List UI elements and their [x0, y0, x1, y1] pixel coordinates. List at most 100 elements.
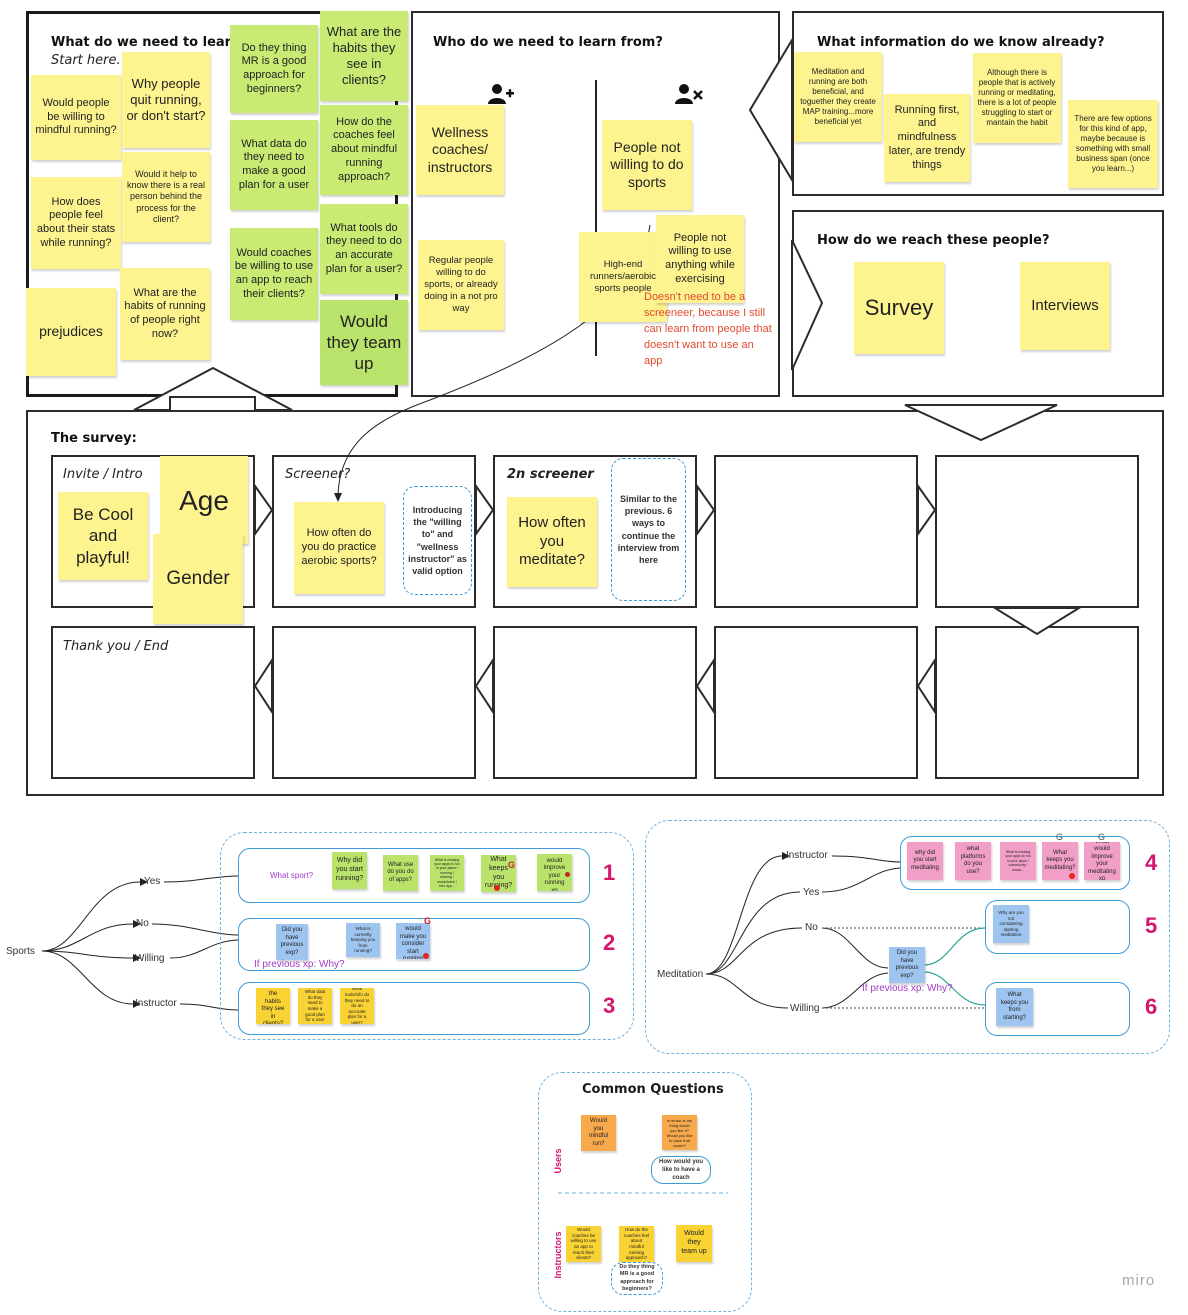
sports-no[interactable]: No — [136, 918, 149, 929]
note-tools-needed[interactable]: What tools do they need to do an accurat… — [320, 204, 408, 294]
lane2-note: If previous xp: Why? — [254, 959, 345, 970]
instructors-label: Instructors — [553, 1231, 563, 1279]
lane1-vote-dot — [494, 885, 500, 891]
meditation-yes[interactable]: Yes — [803, 887, 820, 898]
survey-cell-9 — [714, 626, 918, 779]
lane4-number: 4 — [1145, 850, 1158, 875]
lane5-q1[interactable]: Why are you not considering starting med… — [993, 905, 1029, 943]
cell-label-screener: Screener? — [285, 467, 351, 482]
lane1-q1[interactable]: Why did you start running? — [332, 852, 367, 889]
lane2-q2[interactable]: What is currently keeping you from runni… — [346, 923, 380, 957]
note-few-options[interactable]: There are few options for this kind of a… — [1068, 100, 1158, 188]
lane4-q2[interactable]: what platforms do you use? — [955, 842, 991, 880]
learn-subtitle: Start here. — [51, 53, 121, 68]
common-i2[interactable]: How do the coaches feel about mindful ru… — [619, 1226, 654, 1262]
note-aerobic[interactable]: How often do you do practice aerobic spo… — [294, 502, 384, 594]
note-regular[interactable]: Regular people willing to do sports, or … — [418, 240, 504, 330]
lane5-number: 5 — [1145, 913, 1158, 938]
note-habits-clients[interactable]: What are the habits they see in clients? — [320, 11, 408, 101]
meditation-instructor[interactable]: Instructor — [786, 850, 828, 861]
note-survey[interactable]: Survey — [854, 262, 944, 354]
note-struggling[interactable]: Although there is people that is activel… — [973, 53, 1061, 143]
lane3-number: 3 — [603, 993, 616, 1018]
lane4-q3[interactable]: What is missing your apps to run in your… — [1000, 842, 1036, 880]
lane1-vote-dot-2 — [565, 872, 570, 877]
survey-cell-6 — [51, 626, 255, 779]
survey-cell-8 — [493, 626, 697, 779]
meditation-no[interactable]: No — [805, 922, 818, 933]
users-label: Users — [553, 1148, 563, 1174]
note-real-person[interactable]: Would it help to know there is a real pe… — [122, 152, 210, 242]
sports-instructor[interactable]: Instructor — [135, 998, 177, 1009]
meditation-root[interactable]: Meditation — [657, 969, 704, 980]
note-be-cool[interactable]: Be Cool and playful! — [58, 492, 148, 580]
note-age[interactable]: Age — [160, 456, 248, 544]
meditation-mid-question[interactable]: Did you have previous exp? — [889, 947, 925, 983]
common-i3[interactable]: Would they team up — [676, 1225, 712, 1262]
lane4-q1[interactable]: why did you start meditating — [907, 842, 943, 880]
lane4-mark-2: G — [1098, 832, 1106, 842]
note-mr-beginners[interactable]: Do they thing MR is a good approach for … — [230, 25, 318, 113]
note-habits-now[interactable]: What are the habits of running of people… — [120, 268, 210, 360]
meditation-note: If previous xp: Why? — [862, 983, 953, 994]
user-plus-icon — [487, 82, 515, 106]
common-u2[interactable]: Is music is the thing would you like it?… — [662, 1115, 697, 1150]
lane1-prompt: What sport? — [270, 871, 314, 880]
note-not-app[interactable]: People not willing to use anything while… — [656, 215, 744, 303]
cell-label-invite: Invite / Intro — [63, 467, 143, 482]
who-title: Who do we need to learn from? — [433, 35, 663, 50]
sports-willing[interactable]: Willing — [135, 953, 165, 964]
common-u3[interactable]: How would you like to have a coach — [651, 1156, 711, 1184]
cell-label-thank-you: Thank you / End — [63, 639, 169, 654]
lane3-q3[interactable]: What tools/info do they need to do an ac… — [340, 988, 374, 1024]
lane6-q1[interactable]: What keeps you from starting? — [996, 988, 1033, 1026]
lane2-q3[interactable]: What would make you consider start runni… — [396, 923, 430, 959]
reach-title: How do we reach these people? — [817, 233, 1050, 248]
note-benefits[interactable]: Meditation and running are both benefici… — [794, 52, 882, 142]
common-u1[interactable]: Would you mindful run? — [581, 1115, 616, 1151]
note-introducing[interactable]: Introducing the "willing to" and "wellne… — [403, 486, 472, 595]
common-group — [538, 1072, 752, 1312]
common-i1[interactable]: Would coaches be willing to use an app t… — [566, 1226, 601, 1262]
note-similar[interactable]: Similar to the previous. 6 ways to conti… — [611, 458, 686, 601]
note-data-needed[interactable]: What data do they need to make a good pl… — [230, 120, 318, 210]
note-wellness[interactable]: Wellness coaches/ instructors — [416, 105, 504, 195]
red-comment: Doesn't need to be a screeneer, because … — [644, 291, 772, 367]
survey-cell-5 — [935, 455, 1139, 608]
lane1-q2[interactable]: What use do you do of apps? — [383, 855, 418, 891]
note-stats[interactable]: How does people feel about their stats w… — [31, 177, 121, 269]
lane1-q3[interactable]: What is missing your apps to run in your… — [430, 855, 464, 891]
note-prejudices[interactable]: prejudices — [26, 288, 116, 376]
lane-3 — [238, 982, 590, 1035]
meditation-willing[interactable]: Willing — [790, 1003, 820, 1014]
note-coaches-feel[interactable]: How do the coaches feel about mindful ru… — [320, 105, 408, 195]
note-high-end[interactable]: High-end runners/aerobic sports people — [579, 232, 667, 322]
survey-cell-10 — [935, 626, 1139, 779]
note-interviews[interactable]: Interviews — [1020, 262, 1110, 350]
sports-group — [220, 832, 634, 1040]
note-team-up[interactable]: Would they team up — [320, 300, 408, 385]
lane2-number: 2 — [603, 930, 616, 955]
lane4-q5[interactable]: What would improve your meditating xp — [1084, 842, 1120, 880]
user-x-icon — [674, 82, 704, 106]
note-coaches-app[interactable]: Would coaches be willing to use an app t… — [230, 228, 318, 320]
note-gender[interactable]: Gender — [153, 534, 243, 624]
learn-title: What do we need to learn? — [51, 35, 248, 50]
lane3-q2[interactable]: What data do they need to make a good pl… — [298, 988, 332, 1024]
note-mindful-running[interactable]: Would people be willing to mindful runni… — [31, 75, 121, 160]
lane1-number: 1 — [603, 860, 616, 885]
sports-root[interactable]: Sports — [6, 946, 35, 957]
note-why-quit[interactable]: Why people quit running, or don't start? — [122, 52, 210, 148]
lane4-vote-dot — [1069, 873, 1075, 879]
survey-title: The survey: — [51, 431, 137, 446]
note-trendy[interactable]: Running first, and mindfulness later, ar… — [884, 94, 970, 182]
lane2-q1[interactable]: Did you have previous exp? — [276, 924, 308, 960]
sports-yes[interactable]: Yes — [144, 876, 161, 887]
lane2-mark: G — [424, 916, 432, 926]
common-title: Common Questions — [582, 1082, 724, 1097]
lane3-q1[interactable]: What are the habits they see in clients? — [256, 988, 290, 1024]
common-i4[interactable]: Do they thing MR is a good approach for … — [611, 1262, 663, 1295]
note-meditate[interactable]: How often you meditate? — [507, 497, 597, 587]
lane6-number: 6 — [1145, 994, 1158, 1019]
note-not-willing[interactable]: People not willing to do sports — [602, 120, 692, 210]
